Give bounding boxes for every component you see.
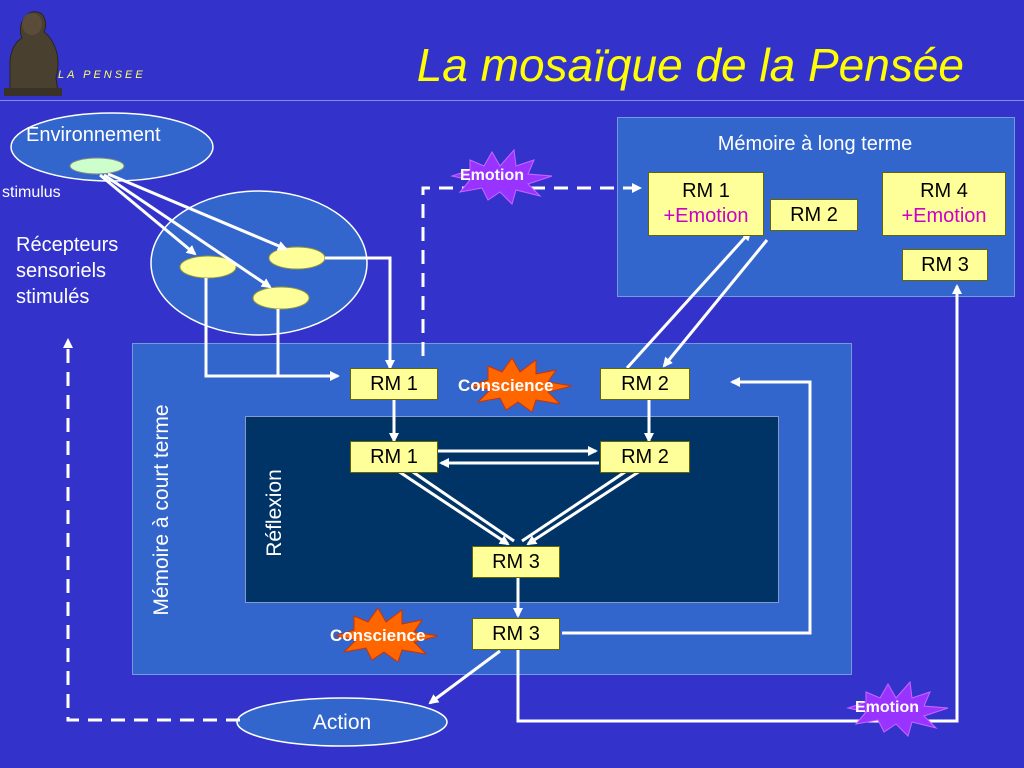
stimulus-node — [69, 157, 125, 175]
receptors-line-2: sensoriels — [16, 260, 107, 282]
ltm-rm4-box: RM 4 +Emotion — [882, 172, 1006, 236]
ltm-title: Mémoire à long terme — [717, 133, 913, 155]
receptors-line-1: Récepteurs — [16, 234, 119, 256]
action-ellipse — [236, 697, 448, 747]
logo-text: LA PENSEE — [58, 69, 146, 81]
receptor-node-3 — [252, 286, 310, 310]
emotion-burst-bottom — [846, 680, 949, 737]
ltm-rm4-emotion: +Emotion — [901, 205, 987, 227]
ltm-rm4-label: RM 4 — [920, 180, 968, 202]
stm-rm3-out-box: RM 3 — [472, 618, 560, 650]
receptor-node-1 — [179, 255, 237, 279]
stm-rm2-box: RM 2 — [600, 368, 690, 400]
stm-rm1-box: RM 1 — [350, 368, 438, 400]
ltm-rm1-emotion: +Emotion — [663, 205, 749, 227]
receptor-node-2 — [268, 246, 326, 270]
ltm-rm3-box: RM 3 — [902, 249, 988, 281]
dashed-arrows — [63, 183, 642, 722]
page-title: La mosaïque de la Pensée — [416, 39, 964, 91]
emotion-burst-top — [450, 148, 553, 205]
emotion-bottom-label: Emotion — [855, 699, 919, 716]
title-divider — [0, 100, 1024, 101]
receptors-line-3: stimulés — [16, 286, 90, 308]
reflexion-rm2-box: RM 2 — [600, 441, 690, 473]
receptors-label: Récepteurs sensoriels stimulés — [16, 232, 118, 310]
action-label: Action — [312, 711, 372, 734]
ltm-rm1-box: RM 1 +Emotion — [648, 172, 764, 236]
ltm-rm1-label: RM 1 — [682, 180, 730, 202]
conscience-burst-top — [468, 357, 573, 413]
stimulus-label: stimulus — [2, 184, 61, 201]
conscience-top-label: Conscience — [458, 376, 554, 395]
reflexion-rm1-box: RM 1 — [350, 441, 438, 473]
reflexion-rm3-box: RM 3 — [472, 546, 560, 578]
environment-label: Environnement — [26, 124, 161, 146]
ltm-rm2-box: RM 2 — [770, 199, 858, 231]
conscience-burst-bottom — [334, 607, 439, 663]
emotion-top-label: Emotion — [460, 167, 524, 184]
conscience-bottom-label: Conscience — [330, 626, 426, 645]
arrows — [99, 172, 962, 723]
